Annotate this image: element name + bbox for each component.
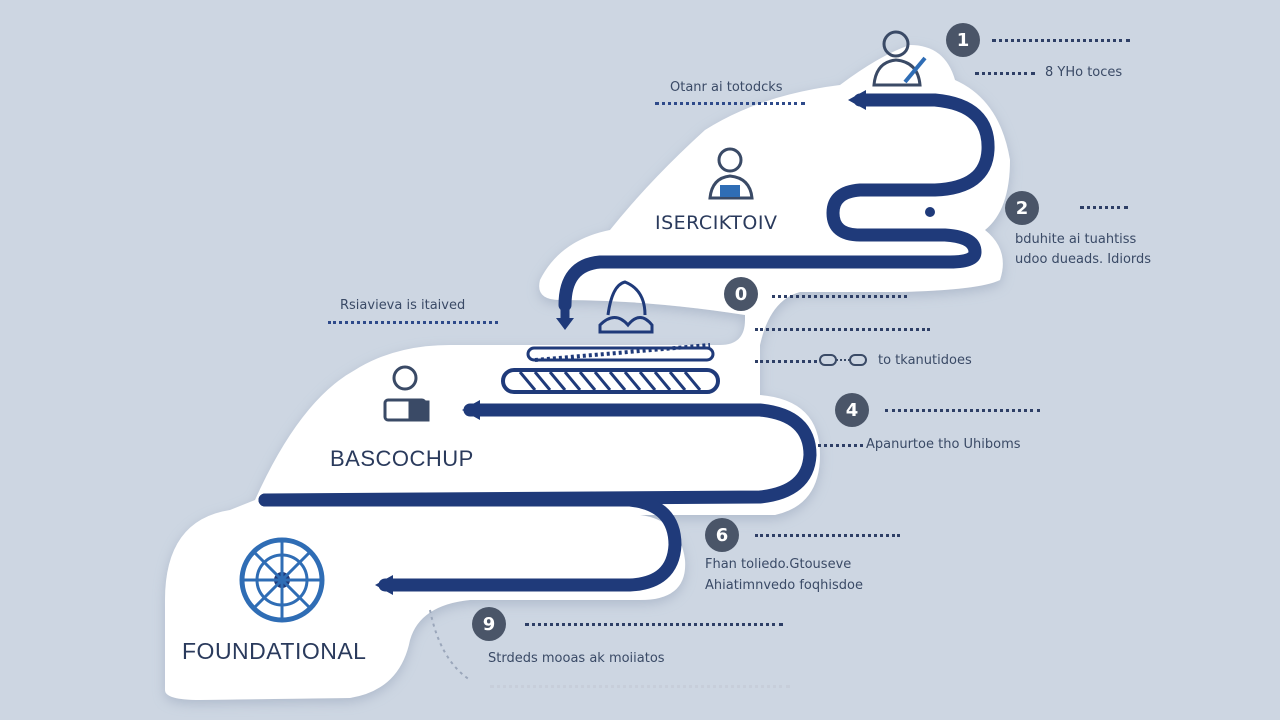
step-2-text-line1: bduhite ai tuahtiss <box>1015 232 1137 247</box>
left-note-middle: Rsiavieva is itaived <box>340 298 466 313</box>
person-pen-icon <box>872 30 927 87</box>
level-label-isercikoiv: ISERCIKTOIV <box>655 212 778 234</box>
step-4-leader <box>885 409 1040 412</box>
step-6-leader <box>755 534 900 537</box>
step-0-leader-2 <box>755 328 930 331</box>
step-1-text: 8 YHo toces <box>1045 65 1123 80</box>
step-1-leader-2 <box>975 72 1035 75</box>
step-0-leader <box>772 295 907 298</box>
step-badge-9: 9 <box>472 607 506 641</box>
left-note-top-underline <box>655 102 805 105</box>
step-badge-1: 1 <box>946 23 980 57</box>
step-4-leader-2 <box>818 444 863 447</box>
step-6-text-line2: Ahiatimnvedo foqhisdoe <box>705 578 863 593</box>
step-badge-2: 2 <box>1005 191 1039 225</box>
left-note-middle-underline <box>328 321 498 324</box>
step-6-text-line1: Fhan toliedo.Gtouseve <box>705 557 852 572</box>
step-9-text: Strdeds mooas ak moiiatos <box>488 651 665 666</box>
step-2-text-line2: udoo dueads. Idiords <box>1015 252 1152 267</box>
striped-ramp <box>501 343 720 394</box>
person-book-icon <box>383 365 430 422</box>
step-2-leader <box>1080 206 1128 209</box>
thin-connector <box>429 609 471 681</box>
step-badge-0: 0 <box>724 277 758 311</box>
step-badge-4: 4 <box>835 393 869 427</box>
step-9-leader-2 <box>490 685 790 688</box>
step-badge-6: 6 <box>705 518 739 552</box>
step-9-leader <box>525 623 783 626</box>
team-person-icon <box>708 147 754 200</box>
step-extra-leader <box>755 360 817 363</box>
step-extra-text: to tkanutidoes <box>878 353 972 368</box>
level-label-bascochup: BASCOCHUP <box>330 446 474 471</box>
step-4-text: Apanurtoe tho Uhiboms <box>866 437 1021 452</box>
gear-wheel-icon <box>239 537 325 623</box>
left-note-top: Otanr ai totodcks <box>670 80 783 95</box>
step-1-leader <box>992 39 1130 42</box>
level-label-foundational: FOUNDATIONAL <box>182 638 367 664</box>
winding-path <box>258 93 995 592</box>
hands-book-icon <box>598 280 654 334</box>
link-chain-icon <box>818 352 868 368</box>
